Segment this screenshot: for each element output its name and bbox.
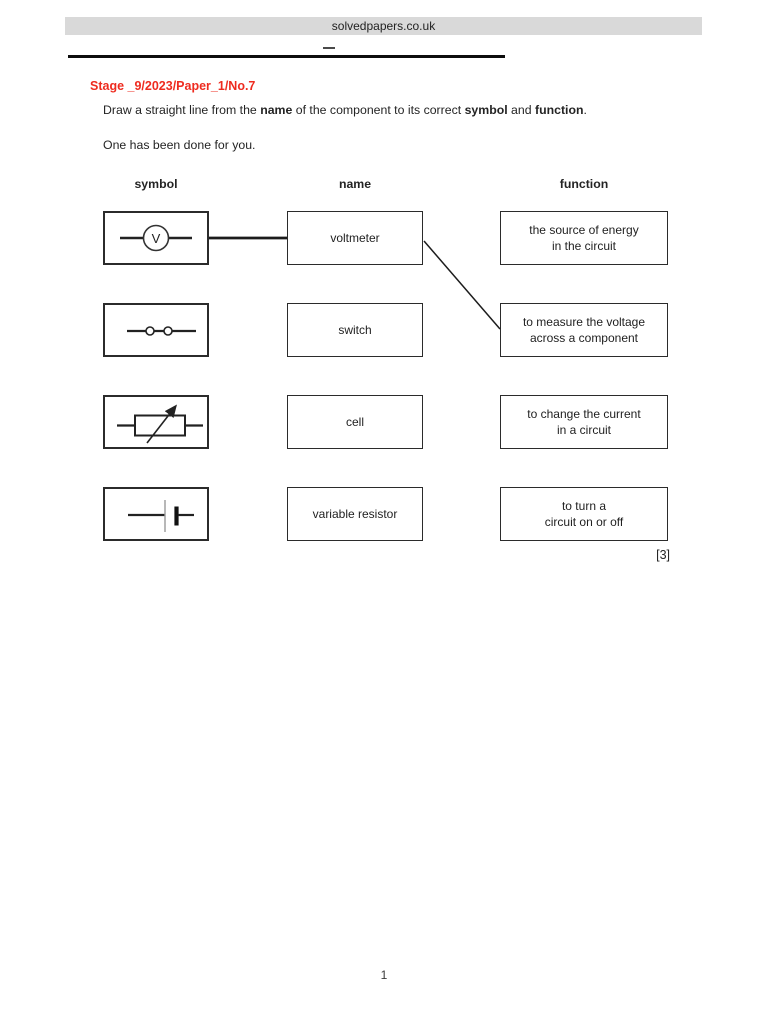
name-label: cell bbox=[345, 415, 364, 429]
switch-symbol-icon bbox=[127, 326, 196, 336]
function-line: circuit on or off bbox=[544, 515, 624, 529]
marks-badge: [3] bbox=[656, 548, 670, 562]
name-label: variable resistor bbox=[312, 507, 398, 521]
connection-line bbox=[423, 240, 501, 330]
site-banner-label: solvedpapers.co.uk bbox=[331, 19, 436, 33]
instruction-text: Draw a straight line from the name of th… bbox=[103, 103, 587, 117]
name-box-switch: switch bbox=[287, 303, 423, 357]
symbol-box-voltmeter: V bbox=[103, 211, 209, 265]
cell-symbol-icon bbox=[128, 500, 194, 532]
name-label: switch bbox=[338, 323, 372, 337]
variable-resistor-symbol-icon bbox=[117, 404, 203, 444]
function-line: the source of energy bbox=[529, 222, 639, 237]
function-line: in the circuit bbox=[551, 239, 617, 253]
page-number: 1 bbox=[380, 968, 388, 982]
header-rule bbox=[68, 55, 505, 58]
name-label: voltmeter bbox=[330, 231, 380, 245]
name-box-voltmeter: voltmeter bbox=[287, 211, 423, 265]
function-line: to measure the voltage bbox=[522, 314, 646, 329]
underscore-mark bbox=[323, 47, 335, 49]
note-text: One has been done for you. bbox=[103, 138, 256, 152]
voltmeter-letter: V bbox=[152, 231, 161, 246]
function-line: to turn a bbox=[561, 498, 606, 513]
function-line: to change the current bbox=[527, 406, 641, 421]
function-box-change-current: to change the current in a circuit bbox=[500, 395, 668, 449]
name-box-variable-resistor: variable resistor bbox=[287, 487, 423, 541]
question-reference: Stage _9/2023/Paper_1/No.7 bbox=[90, 79, 256, 93]
function-box-turn-on-off: to turn a circuit on or off bbox=[500, 487, 668, 541]
column-header-function: function bbox=[559, 177, 609, 191]
column-header-symbol: symbol bbox=[134, 177, 178, 191]
function-box-measure-voltage: to measure the voltage across a componen… bbox=[500, 303, 668, 357]
column-header-name: name bbox=[338, 177, 372, 191]
function-line: in a circuit bbox=[556, 423, 611, 437]
symbol-box-variable-resistor bbox=[103, 395, 209, 449]
symbol-box-cell bbox=[103, 487, 209, 541]
function-box-source-of-energy: the source of energy in the circuit bbox=[500, 211, 668, 265]
voltmeter-symbol-icon: V bbox=[120, 224, 192, 252]
site-banner: solvedpapers.co.uk bbox=[65, 17, 702, 35]
function-line: across a component bbox=[529, 331, 639, 345]
name-box-cell: cell bbox=[287, 395, 423, 449]
symbol-box-switch bbox=[103, 303, 209, 357]
